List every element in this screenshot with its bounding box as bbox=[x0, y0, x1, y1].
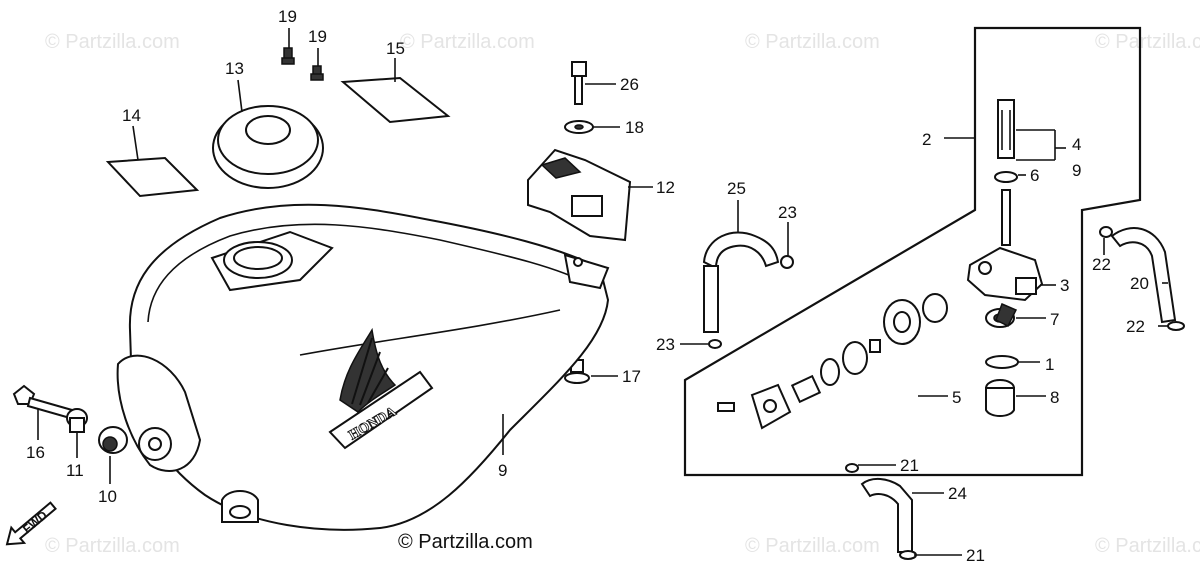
part-18-washer[interactable] bbox=[564, 120, 594, 134]
callout-22-lower: 22 bbox=[1126, 317, 1145, 336]
callout-2: 2 bbox=[922, 130, 931, 149]
callout-11: 11 bbox=[66, 461, 84, 480]
part-9-fuel-tank[interactable]: HONDA bbox=[116, 203, 610, 531]
callout-19-right: 19 bbox=[308, 27, 327, 46]
watermark: © Partzilla.com bbox=[1095, 535, 1200, 557]
callout-21-lower: 21 bbox=[966, 546, 985, 565]
callout-8: 8 bbox=[1050, 388, 1059, 407]
watermark: © Partzilla.com bbox=[745, 535, 880, 557]
callout-19-left: 19 bbox=[278, 7, 297, 26]
callout-24: 24 bbox=[948, 484, 967, 503]
callout-18: 18 bbox=[625, 118, 644, 137]
callout-17: 17 bbox=[622, 367, 641, 386]
callout-5: 5 bbox=[952, 388, 961, 407]
part-12-bracket[interactable] bbox=[527, 148, 632, 242]
callout-15: 15 bbox=[386, 39, 405, 58]
callout-1: 1 bbox=[1045, 355, 1054, 374]
part-13-cap-cover[interactable] bbox=[212, 105, 324, 189]
callout-16: 16 bbox=[26, 443, 45, 462]
callout-9-valve: 9 bbox=[1072, 161, 1081, 180]
callout-10: 10 bbox=[98, 487, 117, 506]
part-8-cup[interactable] bbox=[985, 379, 1015, 417]
part-16-bolt[interactable] bbox=[12, 384, 74, 420]
leader-lines bbox=[37, 28, 1168, 556]
part-1-o-ring[interactable] bbox=[985, 355, 1019, 369]
callout-13: 13 bbox=[225, 59, 244, 78]
callout-21-upper: 21 bbox=[900, 456, 919, 475]
watermark: © Partzilla.com bbox=[45, 31, 180, 53]
callout-23-lower: 23 bbox=[656, 335, 675, 354]
copyright-text: © Partzilla.com bbox=[398, 531, 533, 553]
callout-26: 26 bbox=[620, 75, 639, 94]
part-23-clip-lower[interactable] bbox=[708, 339, 722, 349]
callout-7: 7 bbox=[1050, 310, 1059, 329]
callout-numbers: 1 2 3 4 5 6 7 8 9 9 10 11 12 13 14 15 16… bbox=[26, 7, 1149, 565]
callout-4: 4 bbox=[1072, 135, 1081, 154]
part-5-valve-internals[interactable] bbox=[717, 293, 948, 430]
part-19-screws[interactable] bbox=[281, 47, 324, 81]
part-7-lever[interactable] bbox=[995, 303, 1018, 328]
fuel-valve-frame bbox=[683, 26, 1142, 477]
watermark: © Partzilla.com bbox=[1095, 31, 1200, 53]
part-26-bolt[interactable] bbox=[571, 61, 587, 105]
watermark: © Partzilla.com bbox=[400, 31, 535, 53]
watermarks: © Partzilla.com © Partzilla.com © Partzi… bbox=[45, 31, 1200, 557]
watermark: © Partzilla.com bbox=[45, 535, 180, 557]
part-22-clip-lower[interactable] bbox=[1167, 321, 1185, 331]
part-25-hose[interactable] bbox=[702, 231, 780, 333]
part-23-clip-upper[interactable] bbox=[780, 255, 794, 269]
part-11-collar[interactable] bbox=[66, 408, 88, 433]
part-15-sticker[interactable] bbox=[340, 76, 451, 124]
callout-23-upper: 23 bbox=[778, 203, 797, 222]
part-20-hose[interactable] bbox=[1110, 227, 1177, 324]
part-21-clip-upper[interactable] bbox=[845, 463, 859, 473]
callout-22-upper: 22 bbox=[1092, 255, 1111, 274]
callout-14: 14 bbox=[122, 106, 141, 125]
part-22-clip-upper[interactable] bbox=[1099, 226, 1113, 238]
part-3-fuel-valve[interactable] bbox=[966, 99, 1044, 328]
callout-9-tank: 9 bbox=[498, 461, 507, 480]
watermark: © Partzilla.com bbox=[745, 31, 880, 53]
callout-3: 3 bbox=[1060, 276, 1069, 295]
callout-25: 25 bbox=[727, 179, 746, 198]
callout-20: 20 bbox=[1130, 274, 1149, 293]
part-21-clip-lower[interactable] bbox=[899, 550, 917, 560]
callout-12: 12 bbox=[656, 178, 675, 197]
part-14-sticker[interactable] bbox=[105, 156, 200, 198]
callout-6: 6 bbox=[1030, 166, 1039, 185]
part-10-rubber[interactable] bbox=[98, 426, 128, 454]
